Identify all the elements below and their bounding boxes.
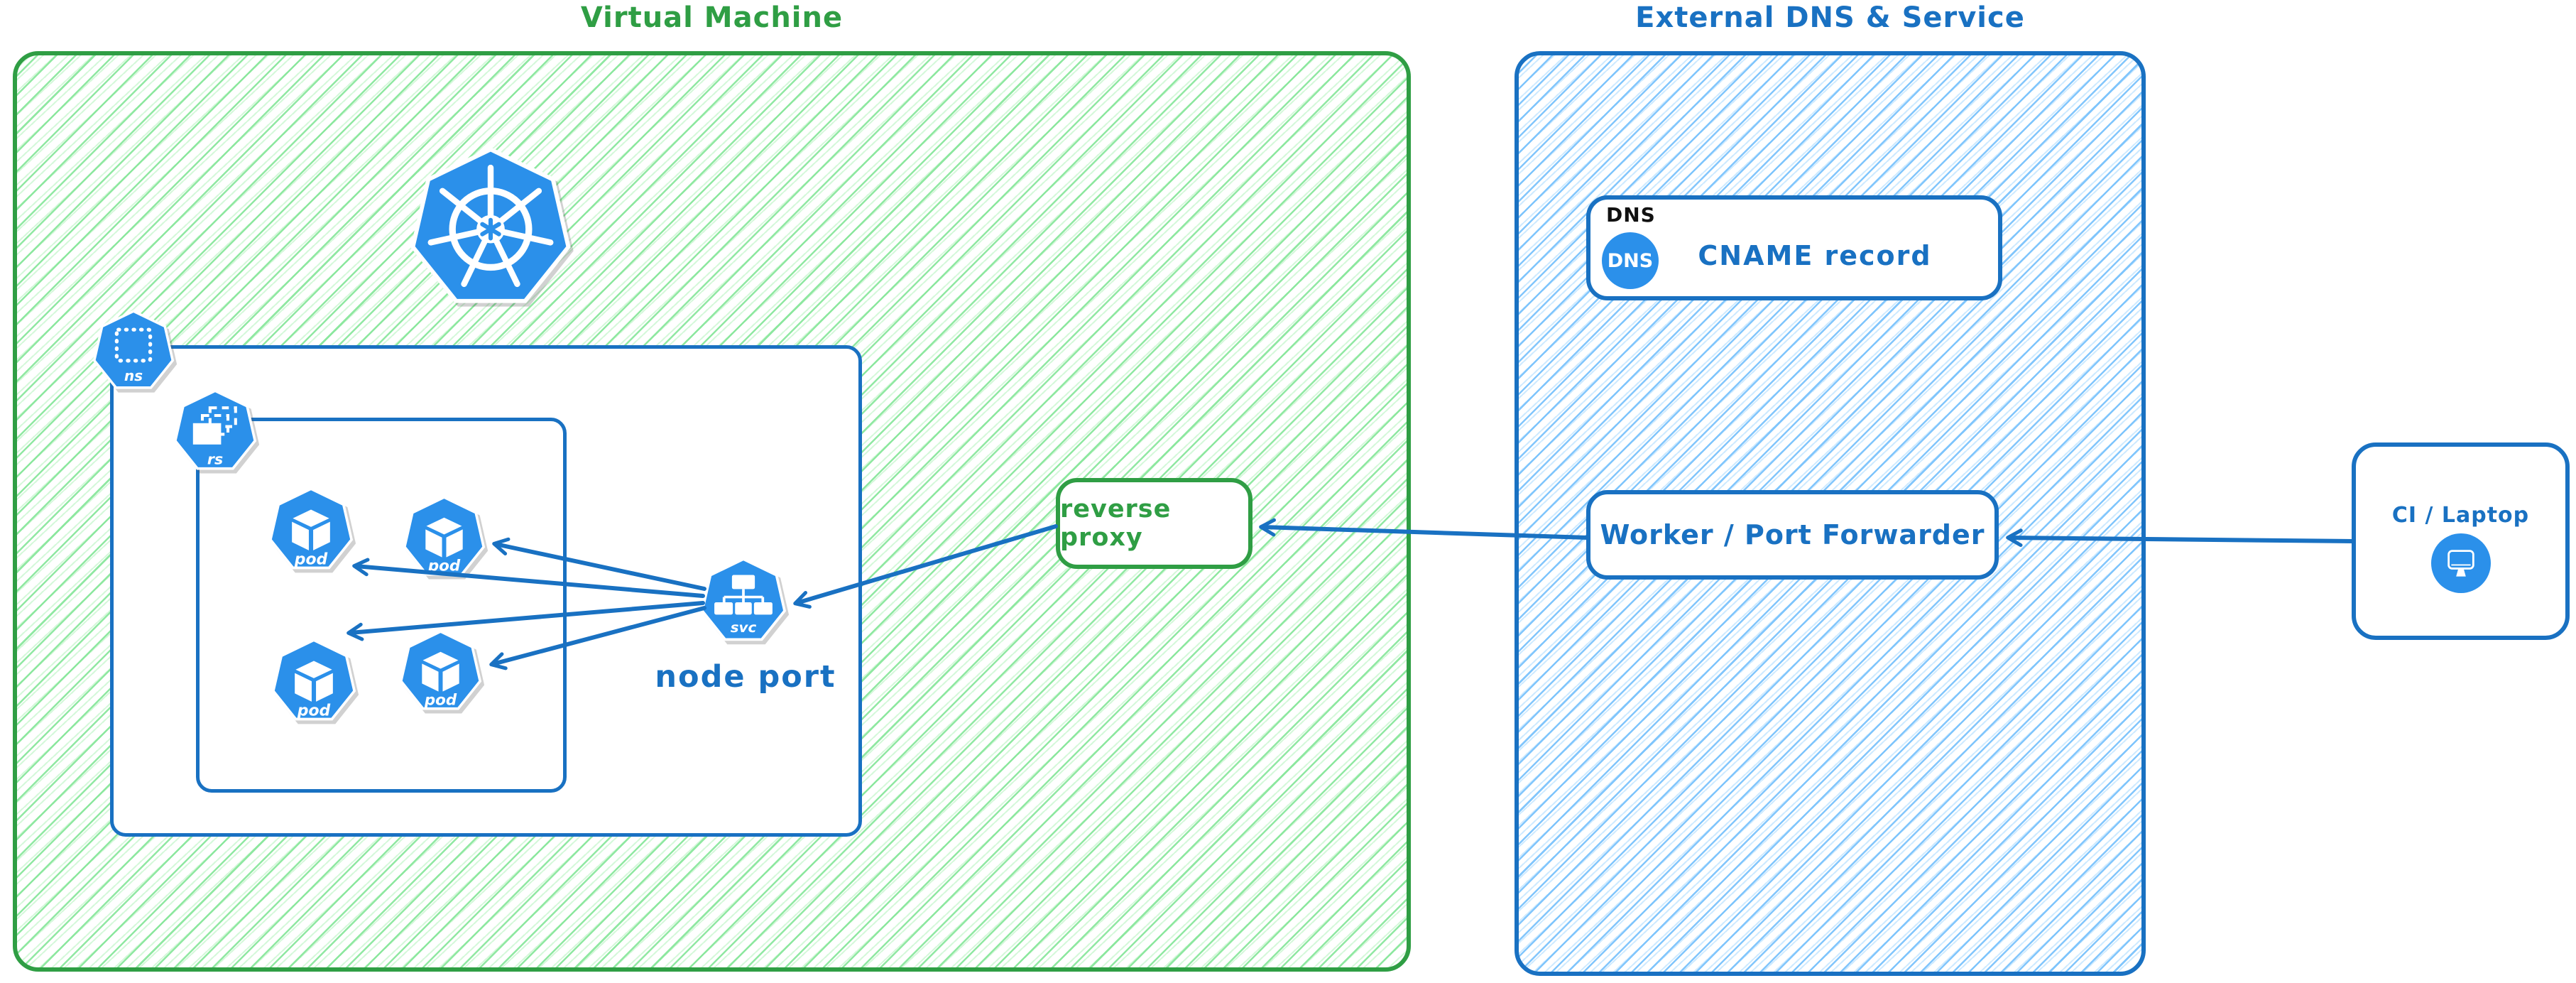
reverse-proxy-box: reverse proxy xyxy=(1056,478,1252,569)
worker-label: Worker / Port Forwarder xyxy=(1600,519,1985,550)
replicaset-icon: rs xyxy=(173,390,257,470)
dns-icon: DNS xyxy=(1602,232,1659,289)
svg-text:rs: rs xyxy=(207,450,223,467)
reverse-proxy-label: reverse proxy xyxy=(1060,495,1172,552)
svg-text:pod: pod xyxy=(424,692,457,710)
external-region-title: External DNS & Service xyxy=(1635,1,2025,34)
pod-icon-2: pod xyxy=(403,496,486,576)
node-port-label: node port xyxy=(655,659,836,695)
cname-record-label: CNAME record xyxy=(1698,240,1932,271)
pod-icon-3: pod xyxy=(271,639,356,721)
service-icon: svc xyxy=(700,558,787,641)
worker-box: Worker / Port Forwarder xyxy=(1586,490,1999,580)
client-label: CI / Laptop xyxy=(2391,503,2530,528)
svg-text:svc: svc xyxy=(731,619,757,636)
kubernetes-icon xyxy=(410,147,571,303)
svg-text:pod: pod xyxy=(427,558,461,575)
svg-text:pod: pod xyxy=(297,702,331,719)
monitor-icon xyxy=(2431,533,2491,593)
svg-text:ns: ns xyxy=(124,367,143,384)
monitor-glyph xyxy=(2447,550,2474,577)
pod-icon-1: pod xyxy=(268,488,354,570)
vm-region-title: Virtual Machine xyxy=(580,1,844,34)
dns-heading: DNS xyxy=(1606,203,1656,227)
namespace-icon: ns xyxy=(92,310,175,389)
dns-icon-label: DNS xyxy=(1607,249,1654,272)
svg-text:pod: pod xyxy=(294,550,328,568)
pod-icon-4: pod xyxy=(399,631,482,710)
